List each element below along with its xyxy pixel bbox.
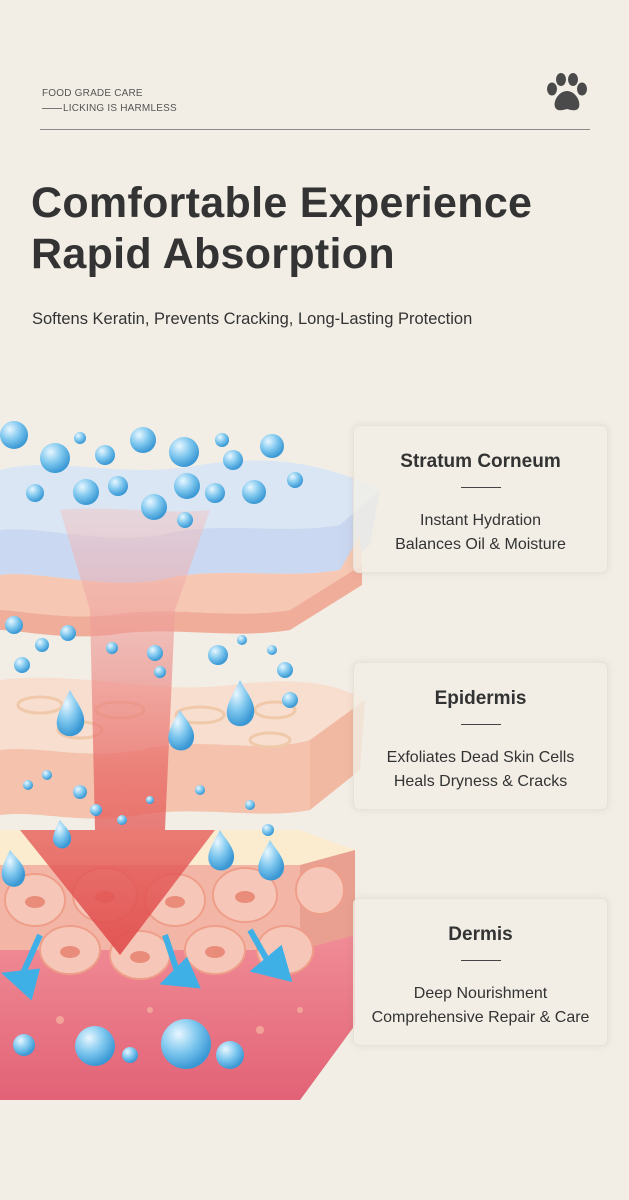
tagline-line2: LICKING IS HARMLESS	[63, 103, 177, 114]
headline-line2: Rapid Absorption	[31, 230, 395, 278]
tagline-line1: FOOD GRADE CARE	[42, 88, 143, 99]
layer-benefit-2: Heals Dryness & Cracks	[393, 773, 568, 790]
layer-divider	[460, 487, 501, 488]
penetration-arrows	[1, 928, 293, 1001]
bubble-icons	[0, 421, 303, 1069]
header-divider	[40, 129, 590, 130]
layer-benefit-1: Instant Hydration	[420, 512, 541, 529]
layer-benefit-2: Balances Oil & Moisture	[395, 536, 566, 553]
layer-card-dermis: Dermis Deep Nourishment Comprehensive Re…	[353, 898, 608, 1046]
layer-benefit-1: Exfoliates Dead Skin Cells	[386, 749, 575, 766]
layer-title: Epidermis	[434, 688, 527, 709]
layer-divider	[460, 960, 501, 961]
layer-title: Dermis	[448, 924, 513, 945]
layer-card-stratum-corneum: Stratum Corneum Instant Hydration Balanc…	[353, 425, 608, 573]
droplet-icons	[1, 680, 285, 887]
tagline: FOOD GRADE CARE LICKING IS HARMLESS	[42, 86, 590, 116]
layer-title: Stratum Corneum	[400, 451, 561, 472]
paw-icon	[547, 73, 587, 111]
skin-layers-illustration	[0, 421, 380, 1100]
tagline-dash	[42, 108, 62, 109]
header: FOOD GRADE CARE LICKING IS HARMLESS	[42, 86, 590, 116]
layer-benefit-1: Deep Nourishment	[413, 985, 548, 1002]
layer-divider	[460, 724, 501, 725]
subtitle: Softens Keratin, Prevents Cracking, Long…	[32, 310, 473, 328]
headline-line1: Comfortable Experience	[31, 179, 533, 227]
layer-card-epidermis: Epidermis Exfoliates Dead Skin Cells Hea…	[353, 662, 608, 810]
layer-benefit-2: Comprehensive Repair & Care	[371, 1009, 590, 1026]
headline: Comfortable Experience Rapid Absorption	[31, 178, 532, 280]
